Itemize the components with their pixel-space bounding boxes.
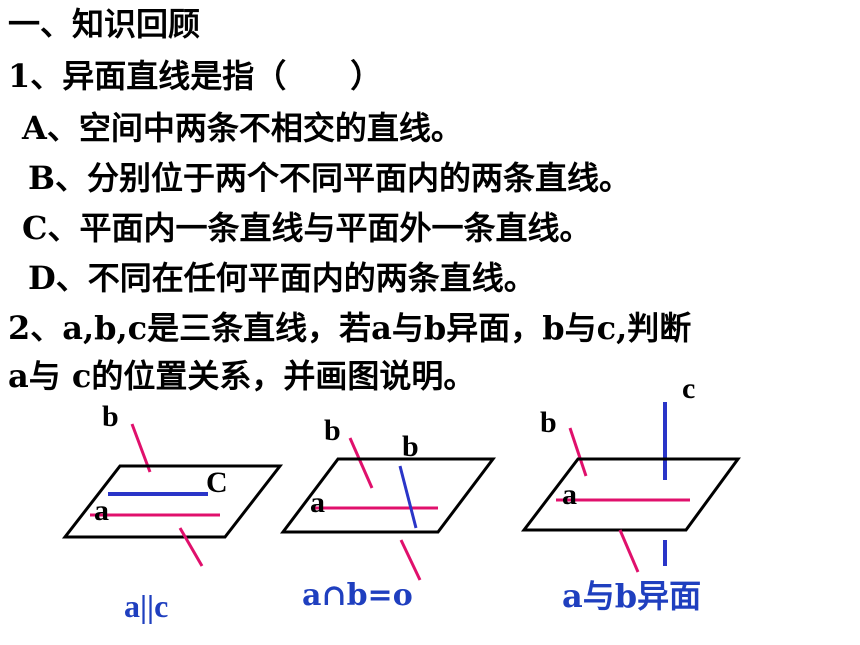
- figure-intersect: b b a: [279, 414, 497, 581]
- caption-parallel: a||c: [124, 588, 169, 624]
- fig3-label-a: a: [562, 478, 577, 511]
- question2-line2: a与 c的位置关系，并画图说明。: [8, 357, 476, 395]
- option-b: B、分别位于两个不同平面内的两条直线。: [28, 159, 632, 197]
- fig1-plane: [61, 464, 284, 539]
- question1-stem: 1、异面直线是指（ ）: [8, 57, 383, 95]
- fig2-line-b1-upper: [348, 437, 374, 489]
- fig2-plane: [279, 457, 497, 534]
- fig1-label-a: a: [94, 494, 109, 527]
- fig2-line-b2: [398, 465, 418, 529]
- question2-line1: 2、a,b,c是三条直线，若a与b异面，b与c,判断: [8, 309, 692, 347]
- fig3-plane: [520, 457, 741, 532]
- figure-skew: c b a: [520, 372, 741, 573]
- fig3-line-b-upper: [568, 427, 588, 477]
- section-title: 一、知识回顾: [8, 5, 201, 43]
- caption-intersect: a∩b=o: [302, 578, 413, 613]
- fig2-line-b1-lower: [399, 539, 422, 581]
- fig1-label-c: C: [206, 466, 228, 499]
- fig1-line-b-lower: [178, 527, 204, 567]
- figure-parallel: b C a: [61, 400, 284, 567]
- caption-skew: a与b异面: [562, 577, 702, 615]
- fig2-label-b1: b: [324, 414, 341, 447]
- fig3-line-b-lower: [618, 529, 640, 573]
- fig2-label-a: a: [310, 486, 325, 519]
- option-d: D、不同在任何平面内的两条直线。: [28, 259, 536, 297]
- option-a: A、空间中两条不相交的直线。: [22, 109, 463, 147]
- fig1-label-b: b: [102, 400, 119, 433]
- option-c: C、平面内一条直线与平面外一条直线。: [22, 209, 592, 247]
- fig3-label-c: c: [682, 372, 695, 405]
- fig3-label-b: b: [540, 406, 557, 439]
- fig2-label-b2: b: [402, 430, 419, 463]
- fig1-line-b-upper: [130, 423, 152, 473]
